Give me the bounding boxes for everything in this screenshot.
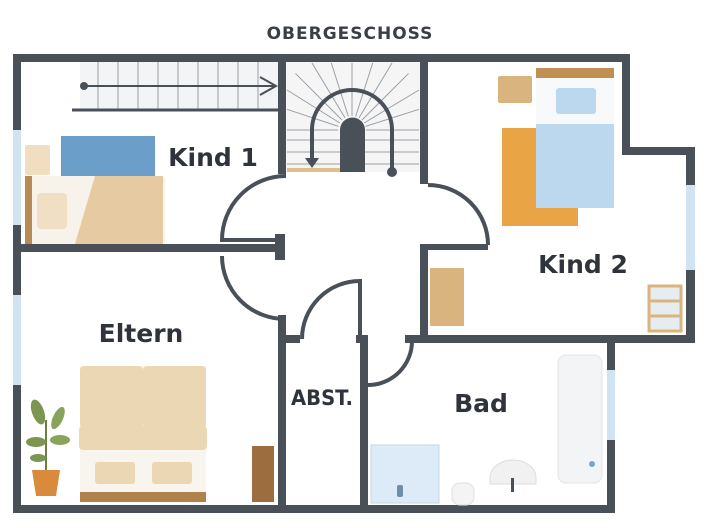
- door-eltern[interactable]: [220, 255, 286, 321]
- sink: [489, 459, 537, 485]
- room-label-kind2: Kind 2: [538, 250, 628, 279]
- room-label-kind1: Kind 1: [168, 143, 258, 172]
- window: [13, 130, 21, 225]
- room-label-abst: ABST.: [291, 386, 353, 410]
- window: [607, 370, 615, 440]
- kind2-furniture: [430, 68, 683, 333]
- toilet: [451, 482, 475, 506]
- desk: [61, 136, 155, 176]
- window: [686, 185, 695, 270]
- spiral-tread: [311, 62, 346, 119]
- spiral-tread: [361, 73, 409, 121]
- plan-title: OBERGESCHOSS: [267, 24, 434, 44]
- dresser: [430, 268, 464, 326]
- stair-newel: [340, 117, 365, 172]
- spiral-tread: [295, 73, 343, 121]
- spiral-tread: [286, 89, 341, 124]
- spiral-tread: [363, 89, 420, 124]
- room-label-bad: Bad: [454, 389, 508, 418]
- eltern-furniture: [26, 366, 274, 502]
- plant-icon: [26, 399, 70, 496]
- window: [13, 295, 21, 385]
- shower: [370, 444, 440, 504]
- nightstand: [498, 76, 532, 103]
- wardrobe: [252, 446, 274, 502]
- straight-staircase: [72, 62, 280, 112]
- door-bad[interactable]: [367, 340, 414, 387]
- shelf: [647, 284, 683, 333]
- spiral-tread: [358, 62, 393, 119]
- walls: [13, 54, 695, 513]
- arrow-right-icon: [259, 76, 279, 96]
- bad-furniture: [370, 354, 603, 506]
- door-abst[interactable]: [300, 278, 362, 340]
- door-kind2[interactable]: [427, 183, 490, 246]
- spiral-staircase: [286, 62, 420, 177]
- door-kind1[interactable]: [219, 174, 287, 242]
- room-label-eltern: Eltern: [99, 319, 184, 348]
- kind1-furniture: [25, 136, 165, 244]
